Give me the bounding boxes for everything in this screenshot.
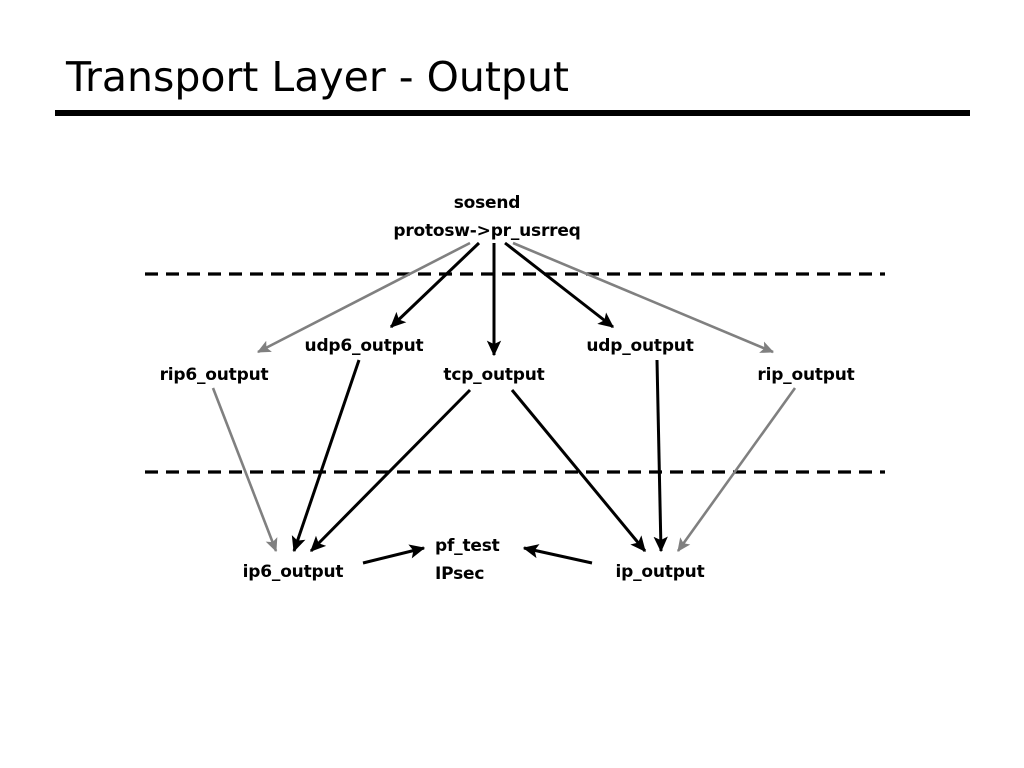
edge-sosend-to-rip_output <box>512 241 774 354</box>
edge-ip_output-to-pf_test <box>522 544 593 565</box>
node-sosend-line1: sosend <box>453 193 521 213</box>
node-sosend[interactable]: sosend protosw->pr_usrreq <box>393 189 581 245</box>
node-rip-output[interactable]: rip_output <box>757 365 855 385</box>
node-pf-test-line1: pf_test <box>435 536 500 556</box>
node-udp-output[interactable]: udp_output <box>586 336 694 356</box>
edge-rip6_output-to-ip6_output <box>211 387 278 553</box>
edge-udp_output-to-ip_output <box>653 359 668 553</box>
node-pf-test-line2: IPsec <box>435 564 485 584</box>
page-title: Transport Layer - Output <box>66 53 570 101</box>
title-underline-rule <box>55 110 970 116</box>
edge-ip6_output-to-pf_test <box>362 544 426 565</box>
edge-rip_output-to-ip_output <box>676 387 797 552</box>
node-sosend-line2: protosw->pr_usrreq <box>393 221 581 241</box>
edge-sosend-to-rip6_output <box>257 241 471 354</box>
edge-sosend-to-udp_output <box>504 241 614 329</box>
edge-tcp_output-to-ip6_output <box>309 388 472 553</box>
node-tcp-output[interactable]: tcp_output <box>443 365 545 385</box>
edge-tcp_output-to-ip_output <box>510 389 647 552</box>
node-rip6-output[interactable]: rip6_output <box>159 365 269 385</box>
edge-udp6_output-to-ip6_output <box>291 359 361 553</box>
node-udp6-output[interactable]: udp6_output <box>304 336 424 356</box>
node-pf-test-ipsec[interactable]: pf_test IPsec <box>435 532 500 588</box>
node-ip6-output[interactable]: ip6_output <box>242 562 344 582</box>
node-ip-output[interactable]: ip_output <box>615 562 705 582</box>
edge-sosend-to-udp6_output <box>389 241 481 329</box>
